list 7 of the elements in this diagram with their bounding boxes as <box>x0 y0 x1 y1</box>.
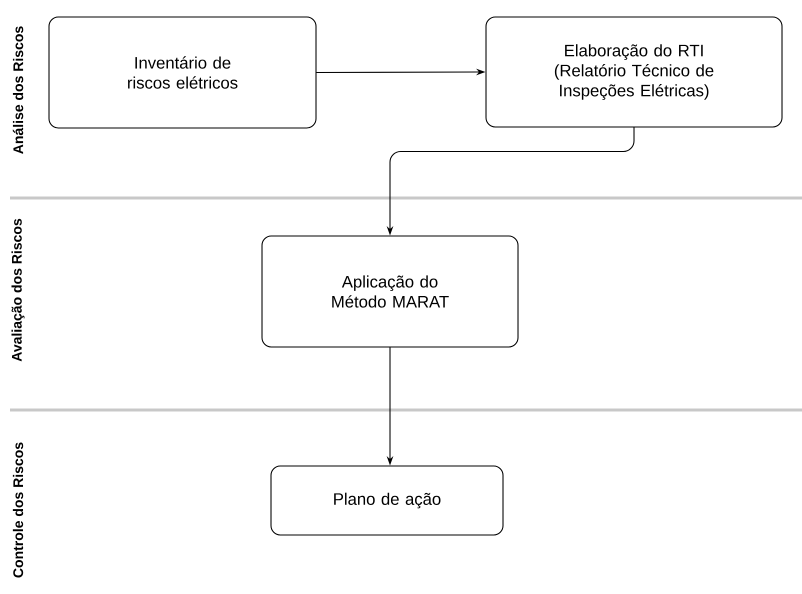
process-box: Elaboração do RTI (Relatório Técnico de Inspeções Elétricas) <box>485 16 783 128</box>
swimlane: Análise dos Riscos <box>12 26 24 154</box>
swimlane: Controle dos Riscos <box>12 442 24 578</box>
process-box: Plano de ação <box>270 465 504 536</box>
process-box: Aplicação do Método MARAT <box>261 235 519 348</box>
process-box: Inventário de riscos elétricos <box>48 16 317 129</box>
swimlane: Avaliação dos Riscos <box>11 218 25 362</box>
